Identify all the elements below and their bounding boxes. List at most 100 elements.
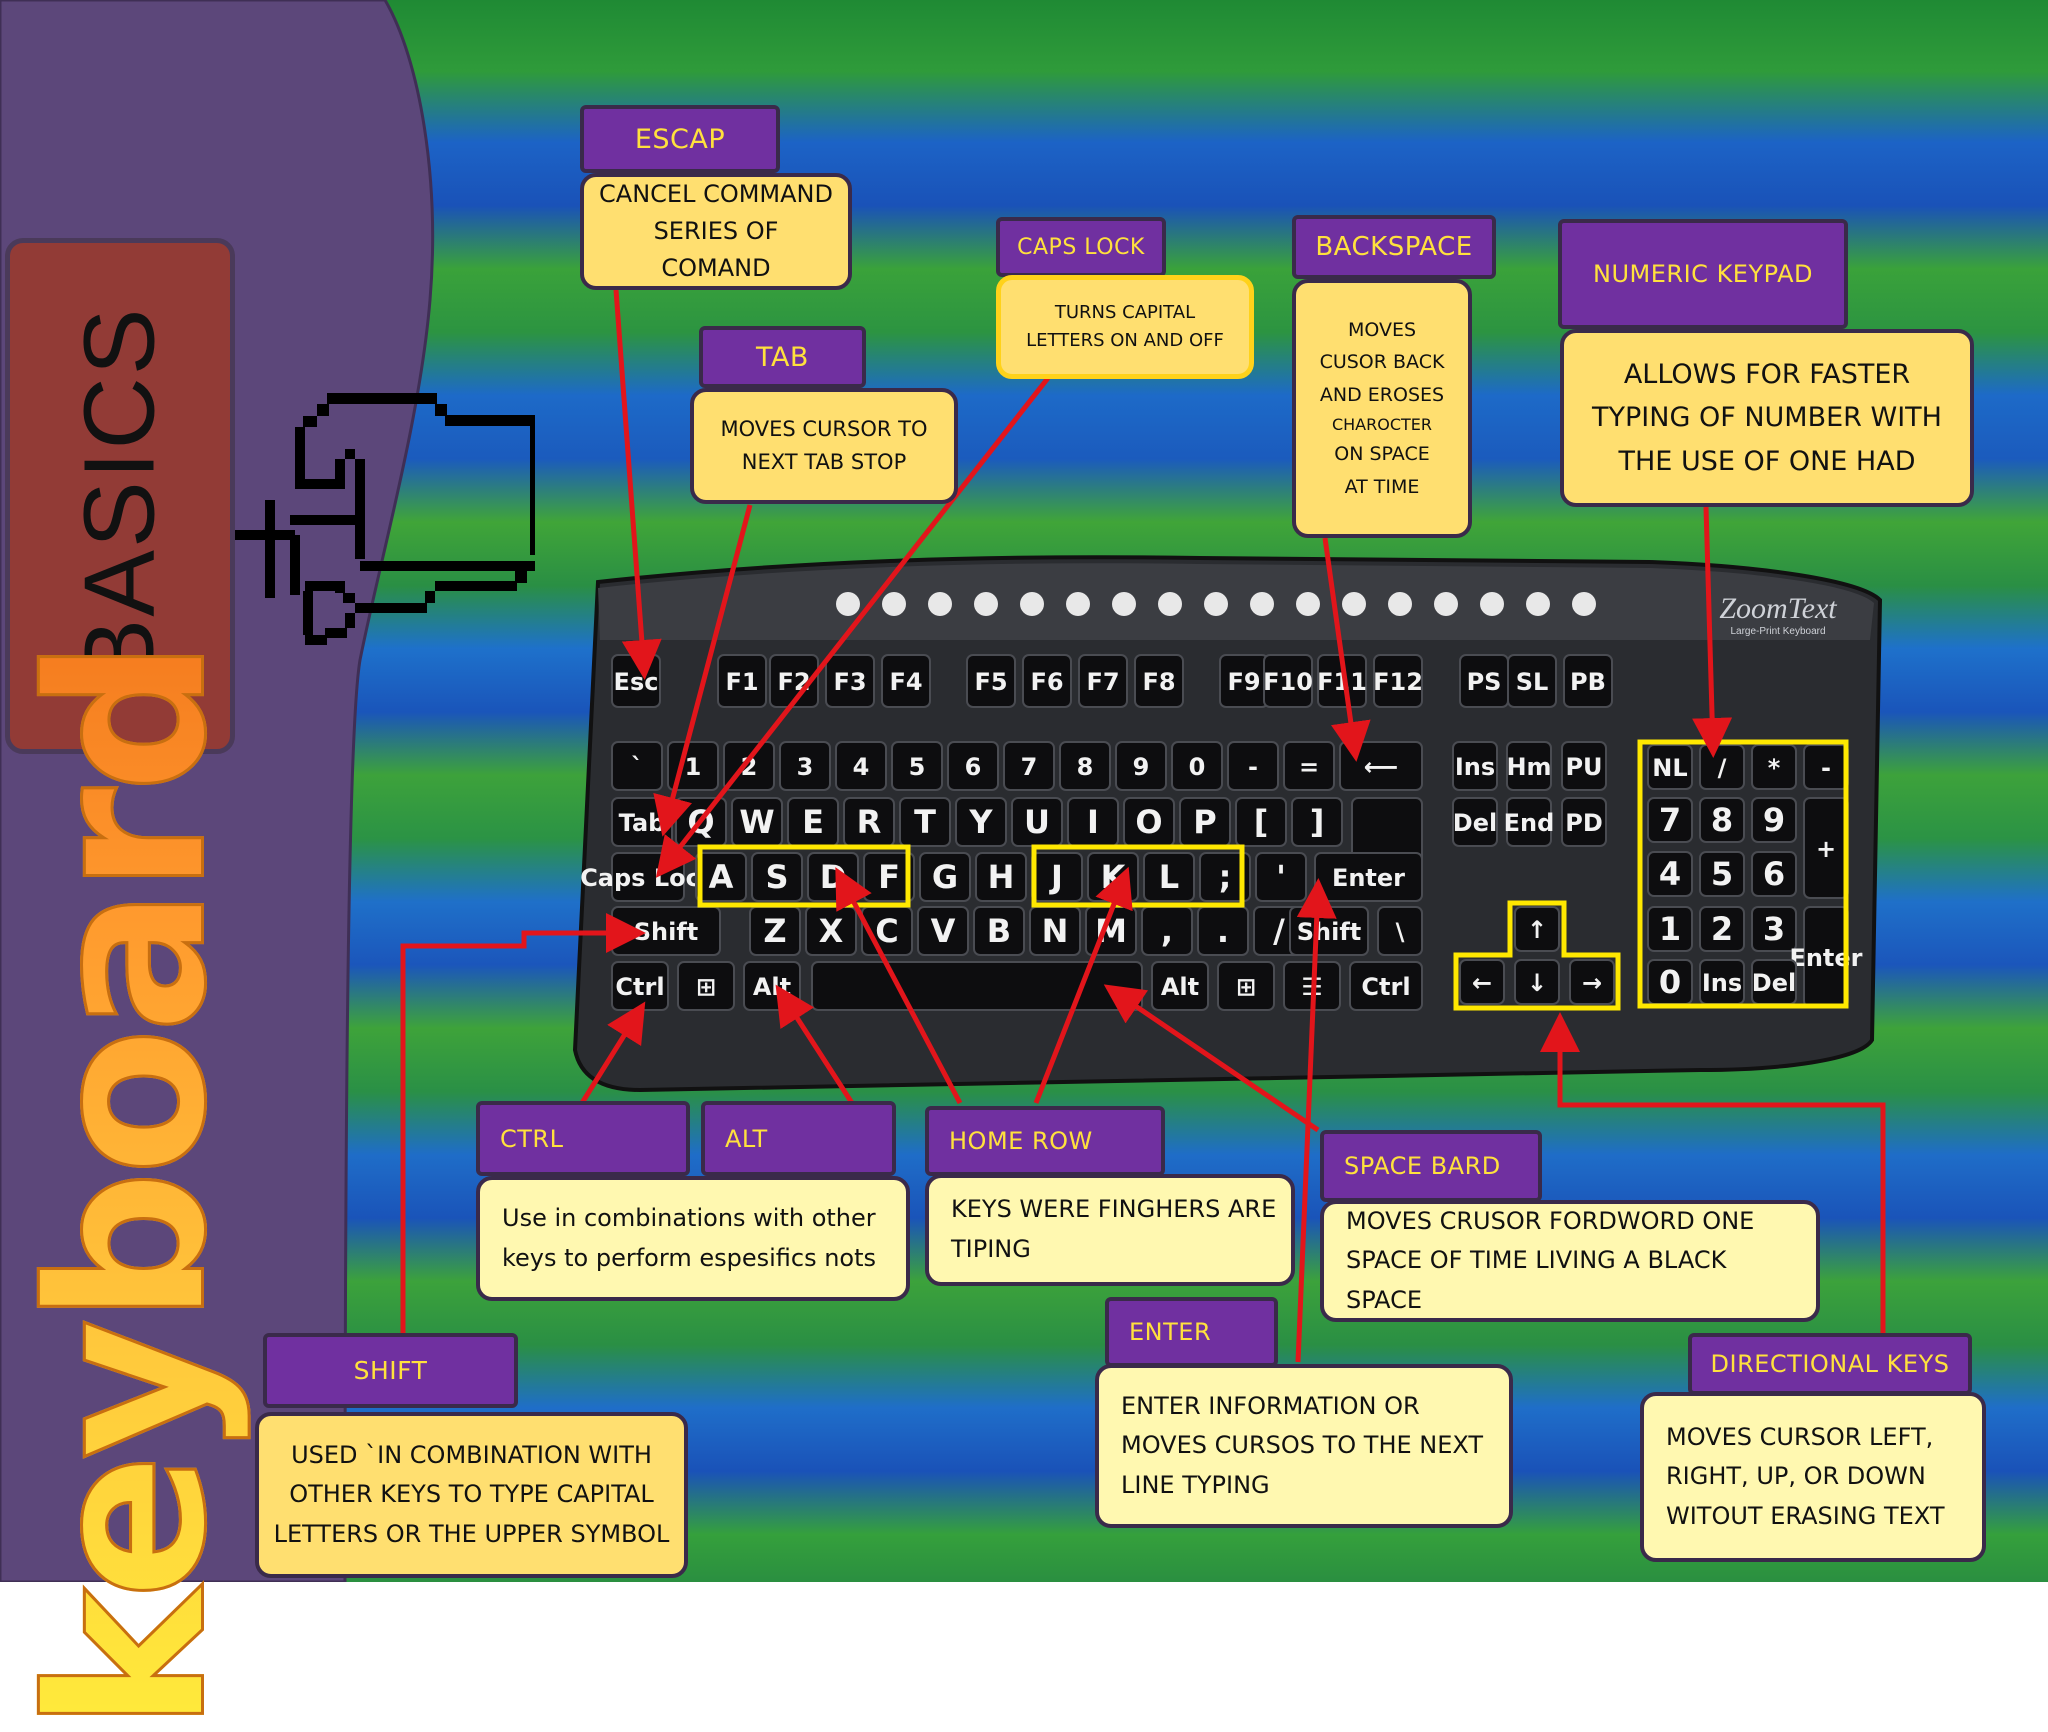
key-1-label: F1 <box>725 668 758 696</box>
pointing-hand-icon <box>235 393 535 645</box>
key-qwerty-label: E <box>802 803 824 841</box>
key-ins-label: Ins <box>1455 753 1495 781</box>
backspace-title: BACKSPACE <box>1292 215 1496 279</box>
escape-title: ESCAP <box>580 105 780 173</box>
key-numlock <box>1647 744 1693 790</box>
key-arrow-left <box>1459 959 1505 1005</box>
key-number-row-label: = <box>1299 753 1319 781</box>
key-8-label: F8 <box>1142 668 1175 696</box>
key-number-row-label: 5 <box>909 753 926 781</box>
key-number-row <box>1283 741 1335 791</box>
key-num3 <box>1751 906 1797 952</box>
key-spacebar <box>811 961 1143 1011</box>
key-homerow-label: L <box>1159 858 1179 896</box>
key-ctrl-right-label: Ctrl <box>1361 973 1410 1001</box>
key-end-label: End <box>1504 809 1555 837</box>
key-13-label: PS <box>1467 668 1502 696</box>
key-arrow-down-label: ↓ <box>1527 969 1547 997</box>
key-multiply <box>1751 744 1797 790</box>
key-number-row-label: - <box>1248 753 1258 781</box>
key-number-row-label: 1 <box>685 753 702 781</box>
key-0-label: Esc <box>614 668 659 696</box>
key-minus-label: - <box>1821 754 1831 782</box>
media-button <box>1066 592 1090 616</box>
key-homerow-label: D <box>820 858 847 896</box>
key-num7 <box>1647 797 1693 843</box>
media-button <box>1296 592 1320 616</box>
key-bottom-row-label: C <box>875 912 898 950</box>
key-shift-left-label: Shift <box>634 918 699 946</box>
key-homerow-label: A <box>709 858 734 896</box>
key-pagedown-label: PD <box>1565 809 1603 837</box>
key-ctrl-left-label: Ctrl <box>615 973 664 1001</box>
key-numplus-label: + <box>1816 835 1836 863</box>
key-arrow-up-label: ↑ <box>1527 916 1547 944</box>
key-number-row-label: 0 <box>1189 753 1206 781</box>
shift-title: SHIFT <box>263 1333 518 1408</box>
key-del-label: Del <box>1453 809 1497 837</box>
key-bottom-row-label: Z <box>763 912 786 950</box>
space-bar-title: SPACE BARD <box>1320 1130 1542 1202</box>
key-numenter-label: Enter <box>1789 944 1862 972</box>
key-num8 <box>1699 797 1745 843</box>
key-numdel-label: Del <box>1752 969 1796 997</box>
key-divide-label: / <box>1718 754 1727 782</box>
media-button <box>1388 592 1412 616</box>
key-multiply-label: * <box>1768 754 1781 782</box>
key-ctrl-right <box>1349 961 1423 1011</box>
key-number-row-label: 2 <box>741 753 758 781</box>
key-number-row-label: 9 <box>1133 753 1150 781</box>
key-homerow-label: G <box>932 858 958 896</box>
brand-label: ZoomText <box>1719 592 1837 625</box>
key-qwerty-label: W <box>739 803 774 841</box>
key-win-left-label: ⊞ <box>696 973 716 1001</box>
key-homerow-label: S <box>765 858 788 896</box>
key-homerow-label: K <box>1101 858 1127 896</box>
key-num4 <box>1647 851 1693 897</box>
alt-title: ALT <box>701 1101 896 1176</box>
media-button <box>1434 592 1458 616</box>
key-del <box>1452 797 1498 847</box>
key-bottom-row-label: N <box>1042 912 1069 950</box>
key-pageup <box>1561 741 1607 791</box>
numeric-keypad-title: NUMERIC KEYPAD <box>1558 219 1848 329</box>
key-7-label: F7 <box>1086 668 1119 696</box>
key-bottom-row-label: V <box>931 912 956 950</box>
key-homerow-label: J <box>1049 858 1063 896</box>
key-menu-label: ☰ <box>1301 973 1323 1001</box>
key-home-label: Hm <box>1506 753 1551 781</box>
key-backslash-label: \ <box>1396 918 1405 946</box>
enter-title: ENTER <box>1105 1297 1278 1367</box>
media-button <box>1342 592 1366 616</box>
media-button <box>1112 592 1136 616</box>
caps-lock-title: CAPS LOCK <box>996 217 1166 277</box>
key-3-label: F3 <box>833 668 866 696</box>
key-bottom-row-label: / <box>1273 912 1285 950</box>
key-ins <box>1452 741 1498 791</box>
media-button <box>1526 592 1550 616</box>
key-tab-label: Tab <box>619 809 666 837</box>
home-row-title: HOME ROW <box>925 1106 1165 1176</box>
key-14-label: SL <box>1516 668 1549 696</box>
key-num7-label: 7 <box>1659 801 1681 839</box>
keyboard-top-panel <box>598 563 1874 640</box>
key-qwerty-label: I <box>1087 803 1099 841</box>
key-2-label: F2 <box>777 668 810 696</box>
key-arrow-up <box>1514 906 1560 952</box>
media-button <box>1572 592 1596 616</box>
key-bottom-row-label: M <box>1095 912 1127 950</box>
highlight-arrows <box>1453 900 1621 1011</box>
key-qwerty-label: U <box>1024 803 1050 841</box>
key-bottom-row <box>973 906 1025 956</box>
key-numins-label: Ins <box>1702 969 1742 997</box>
media-button <box>1480 592 1504 616</box>
key-num4-label: 4 <box>1659 855 1681 893</box>
key-bottom-row-label: X <box>819 912 844 950</box>
key-num0-label: 0 <box>1659 963 1681 1001</box>
media-button <box>1020 592 1044 616</box>
